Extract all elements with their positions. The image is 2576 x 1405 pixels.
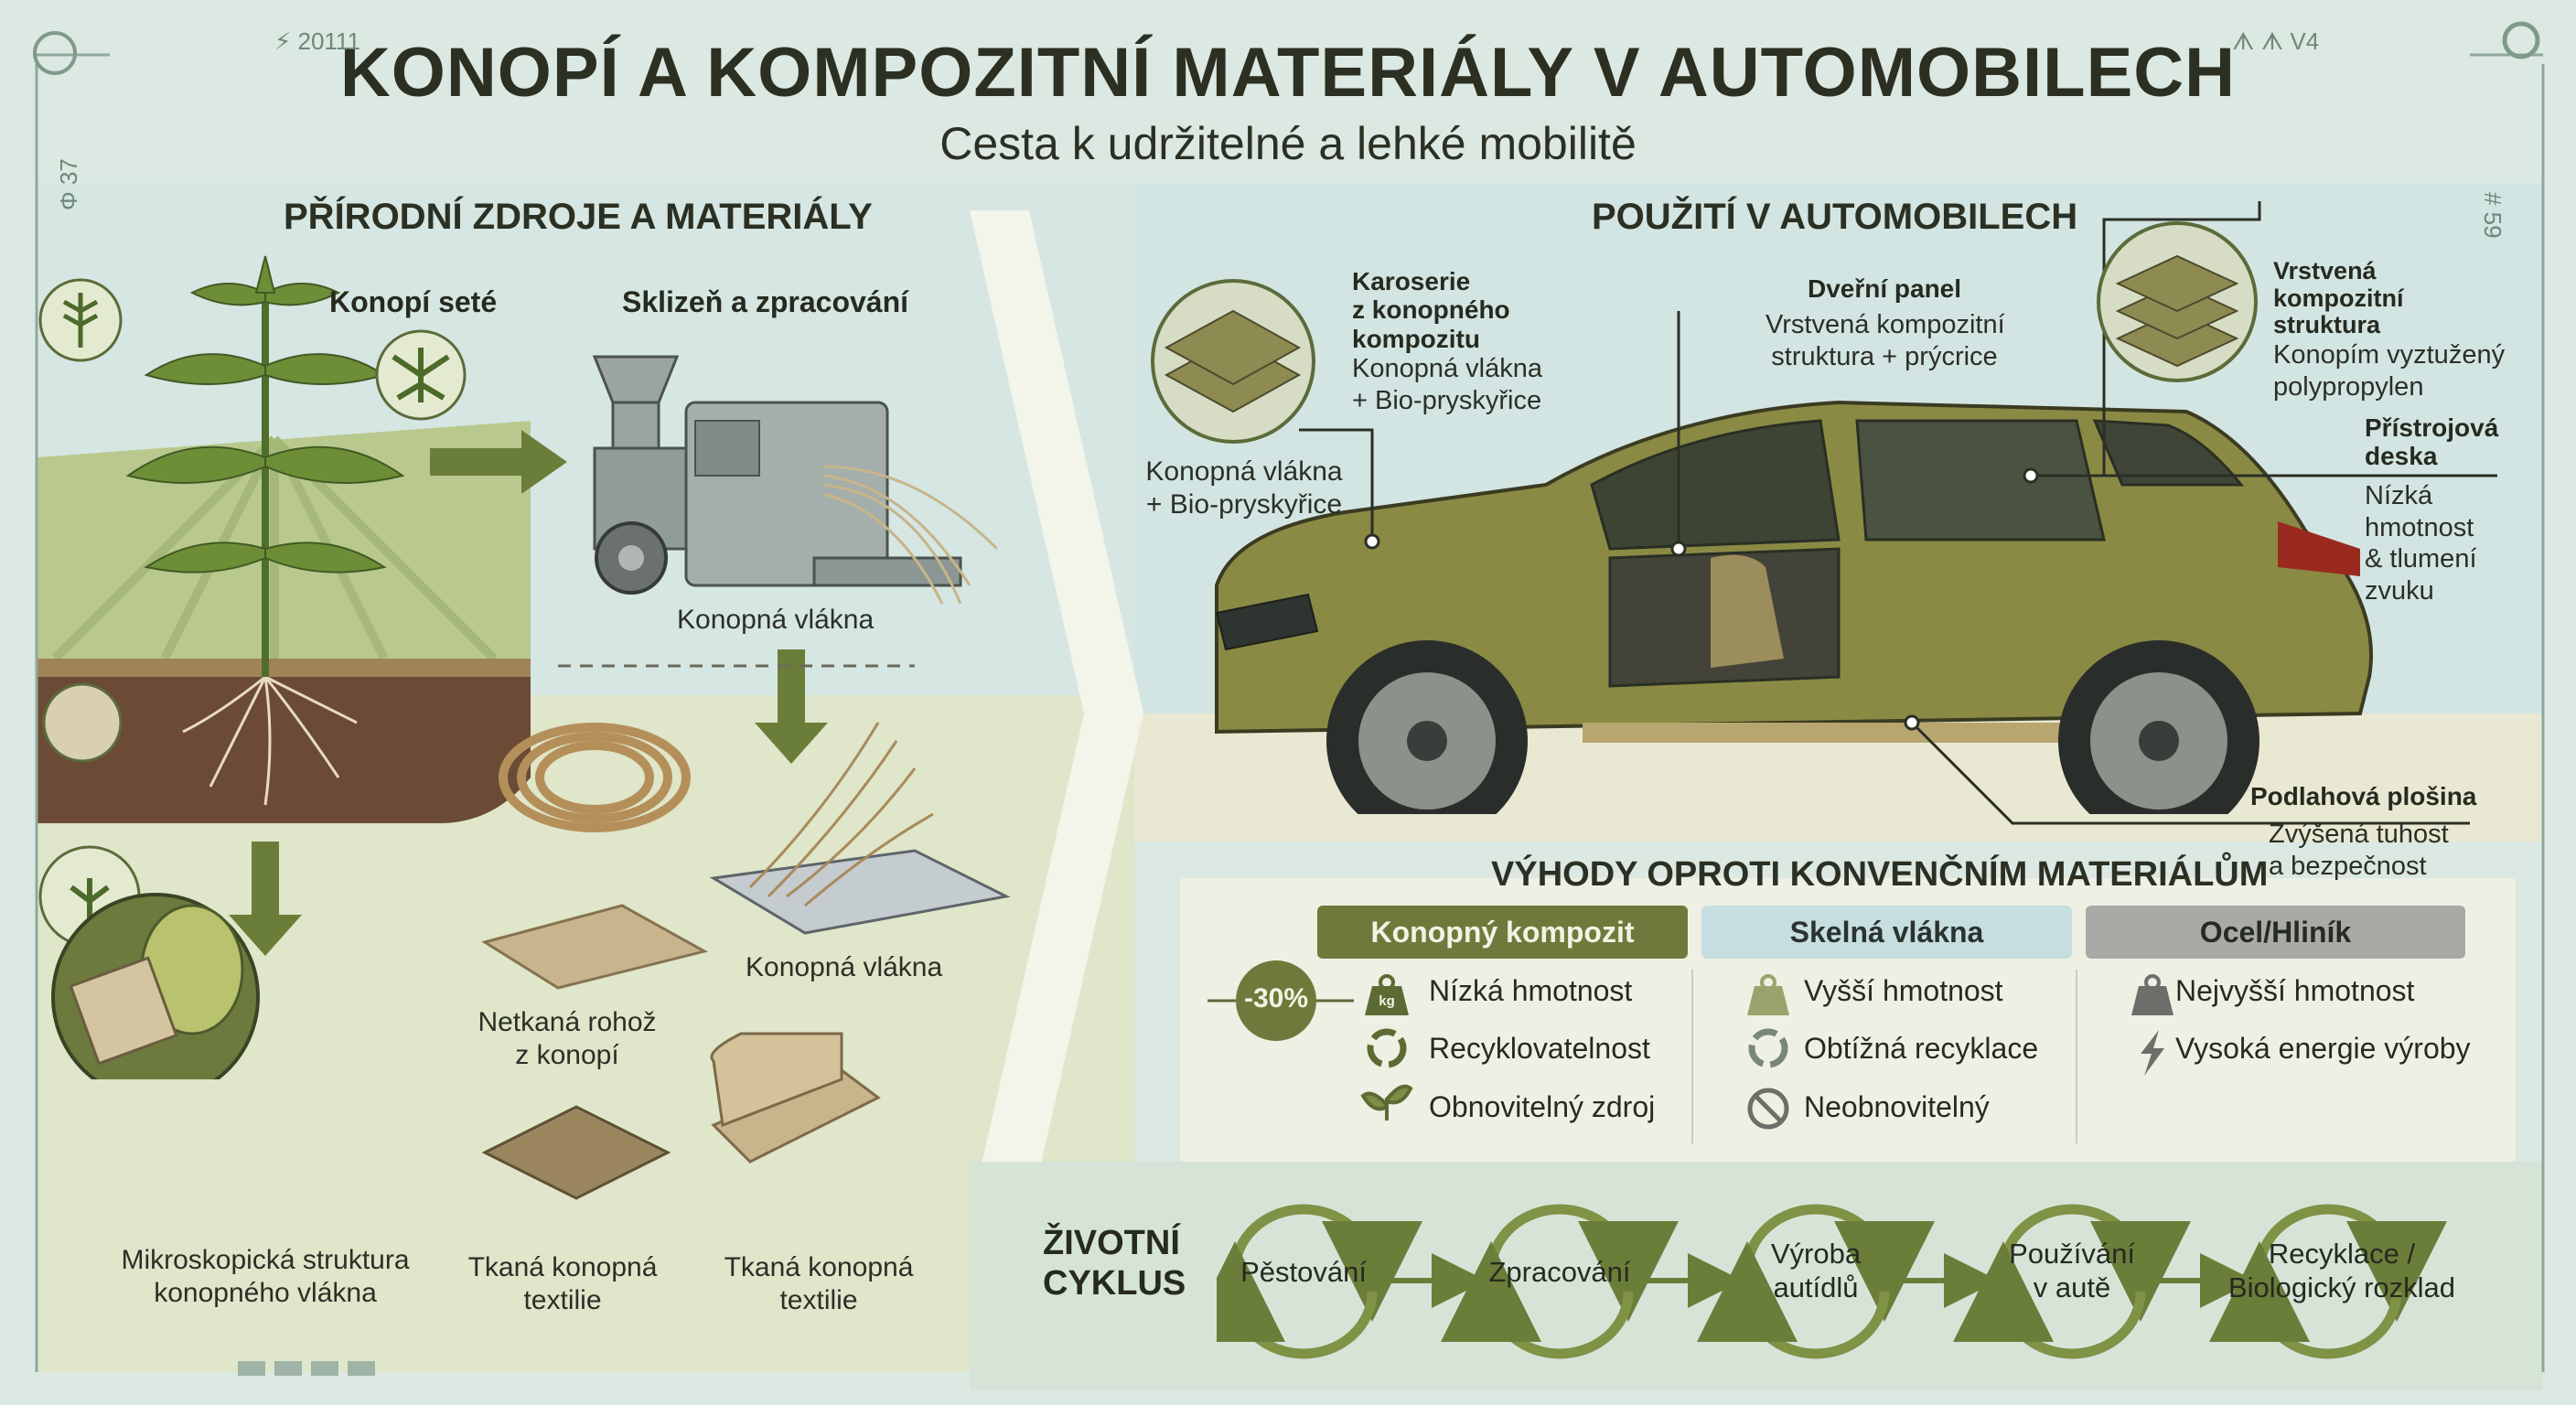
callout-body-sample: Konopná vlákna+ Bio-pryskyřice — [1145, 456, 1343, 520]
column-steel-header: Ocel/Hliník — [2086, 906, 2465, 959]
fibers-label-1: Konopná vlákna — [677, 605, 875, 635]
column-glass-header: Skelná vlákna — [1701, 906, 2072, 959]
deco-code-left: Φ 37 — [55, 158, 82, 210]
sprout-icon — [1360, 1084, 1413, 1121]
glass-item-3: Neobnovitelný — [1804, 1090, 1990, 1123]
kg-weight-label: kg — [1379, 993, 1395, 1009]
callout-floor: Podlahová plošina Zvýšená tuhost a bezpe… — [2250, 782, 2477, 881]
weight-icon-steel — [2131, 974, 2174, 1015]
glass-item-2: Obtížná recyklace — [1804, 1032, 2039, 1065]
page-subtitle: Cesta k udržitelné a lehké mobilitě — [939, 118, 1637, 169]
nonwoven-mat — [481, 904, 709, 990]
steel-item-1: Nejvyšší hmotnost — [2175, 974, 2415, 1007]
kg-weight-icon — [1365, 974, 1409, 1015]
material-samples — [481, 722, 1011, 1200]
flow-arrows — [229, 430, 828, 956]
woven-textile-roll — [710, 1032, 881, 1164]
section-divider — [970, 210, 1143, 1217]
roots — [182, 675, 358, 806]
glass-item-1: Vyšší hmotnost — [1804, 974, 2003, 1007]
root-icon — [42, 682, 123, 763]
column-hemp-header: Konopný kompozit — [1317, 906, 1688, 959]
advantages-heading: VÝHODY OPROTI KONVENČNÍM MATERIÁLŮM — [1491, 855, 2269, 894]
recycle-icon — [1367, 1028, 1407, 1068]
steel-item-2: Vysoká energie výroby — [2175, 1032, 2471, 1065]
recycle-icon-glass — [1748, 1028, 1788, 1068]
callout-door-panel: Dveřní panel Vrstvená kompozitní struktu… — [1766, 274, 2005, 371]
woven-textile-1 — [481, 1105, 671, 1200]
lightning-icon — [2141, 1030, 2164, 1076]
fibers-label-2: Konopná vlákna — [746, 952, 943, 982]
harvest-label: Sklizeň a zpracování — [622, 285, 909, 318]
deco-code-top-left: ⚡ 20111 — [274, 27, 360, 55]
car-illustration — [1215, 400, 2373, 814]
deco-code-top-right: ᗑ ᗑ V4 — [2232, 27, 2320, 55]
lifecycle-step-2: Zpracování — [1488, 1256, 1631, 1288]
weight-reduction-badge — [1236, 960, 1316, 1041]
advantages-icons — [1208, 960, 2174, 1143]
lifecycle-step-1: Pěstování — [1240, 1256, 1367, 1288]
harvester-illustration — [592, 355, 997, 605]
hemp-item-3: Obnovitelný zdroj — [1429, 1090, 1656, 1123]
weight-icon-glass — [1747, 974, 1789, 1015]
callout-body: Karoserie z konopného kompozitu Konopná … — [1352, 267, 1542, 415]
hemp-item-1: Nízká hmotnost — [1429, 974, 1633, 1007]
page-title: KONOPÍ A KOMPOZITNÍ MATERIÁLY V AUTOMOBI… — [339, 34, 2237, 112]
lifecycle-diagram — [1217, 1204, 2447, 1359]
deco-code-right: # 59 — [2479, 192, 2506, 239]
fiber-plate — [709, 849, 1011, 935]
weight-reduction-value: -30% — [1243, 983, 1309, 1014]
callout-dashboard: Přístrojová deska Nízká hmotnost & tlume… — [2365, 413, 2499, 606]
rope-sample — [499, 723, 691, 832]
lifecycle-step-5: Recyklace /Biologický rozklad — [2227, 1238, 2456, 1304]
soil — [37, 659, 531, 823]
no-entry-icon — [1747, 1088, 1789, 1130]
plant-label: Konopí seté — [329, 285, 498, 318]
left-section-heading: PŘÍRODNÍ ZDROJE A MATERIÁLY — [284, 197, 873, 237]
callout-layered-structure: Vrstvená kompozitní struktura Konopím vy… — [2273, 257, 2506, 402]
right-section-heading: POUŽITÍ V AUTOMOBILECH — [1592, 197, 2078, 237]
hemp-item-2: Recyklovatelnost — [1429, 1032, 1650, 1065]
hemp-plant-illustration — [38, 255, 467, 1079]
